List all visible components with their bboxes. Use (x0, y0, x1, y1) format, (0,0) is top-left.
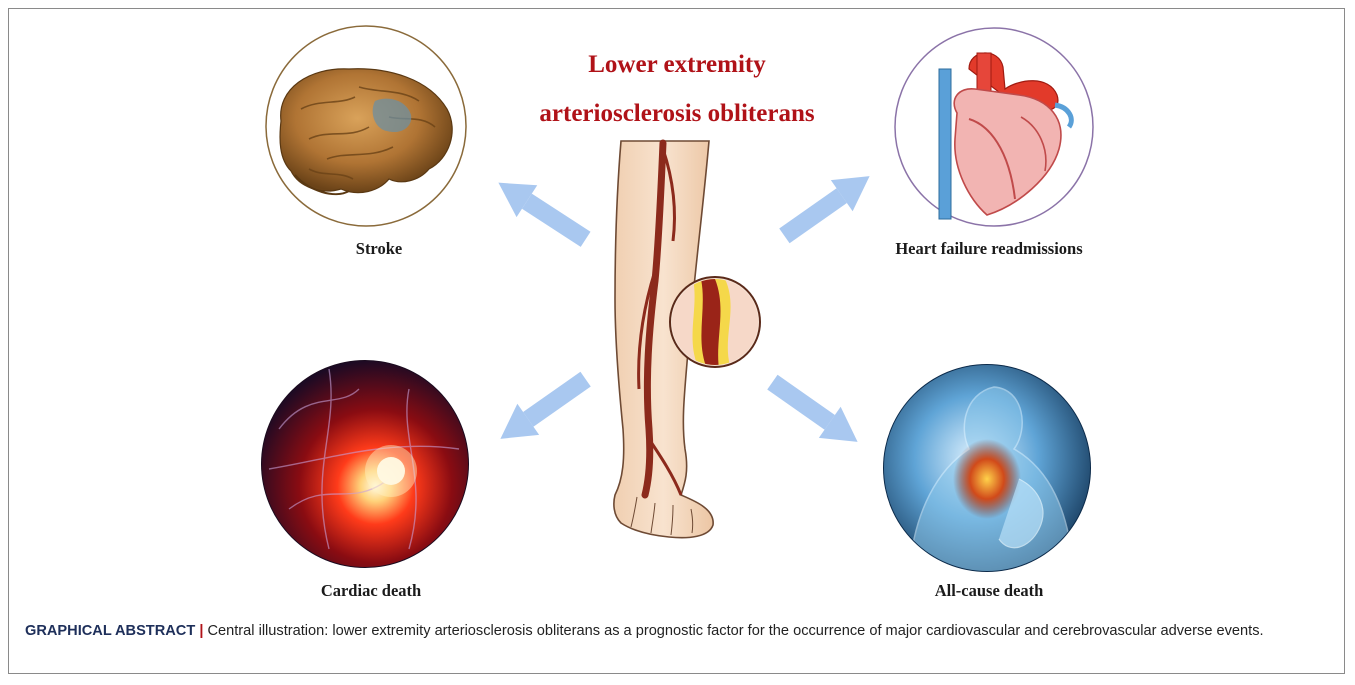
cardiac-death-node (259, 359, 471, 571)
diagram-title-line1: Lower extremity (457, 51, 897, 79)
arrow-to-allcause (762, 367, 869, 458)
graphical-abstract-frame: Lower extremity arteriosclerosis obliter… (8, 8, 1345, 674)
all-cause-death-node (881, 362, 1093, 574)
arrow-to-heart (774, 161, 881, 252)
heart-failure-node (895, 28, 1093, 226)
diagram-figure: Lower extremity arteriosclerosis obliter… (9, 9, 1346, 613)
glowing-heart-icon (259, 359, 471, 571)
caption-text: Central illustration: lower extremity ar… (203, 623, 1263, 639)
arrow-to-cardiac (490, 364, 597, 455)
figure-caption: GRAPHICAL ABSTRACT | Central illustratio… (25, 621, 1325, 642)
diagram-title-line2: arteriosclerosis obliterans (457, 100, 897, 128)
body-chest-icon (881, 362, 1093, 574)
heart-failure-label: Heart failure readmissions (849, 239, 1129, 259)
stroke-label: Stroke (279, 239, 479, 259)
stroke-node (266, 26, 466, 226)
caption-heading: GRAPHICAL ABSTRACT (25, 623, 195, 639)
all-cause-death-label: All-cause death (889, 581, 1089, 601)
cardiac-death-label: Cardiac death (271, 581, 471, 601)
artery-plaque-icon (670, 277, 760, 369)
arrow-to-stroke (488, 167, 596, 256)
